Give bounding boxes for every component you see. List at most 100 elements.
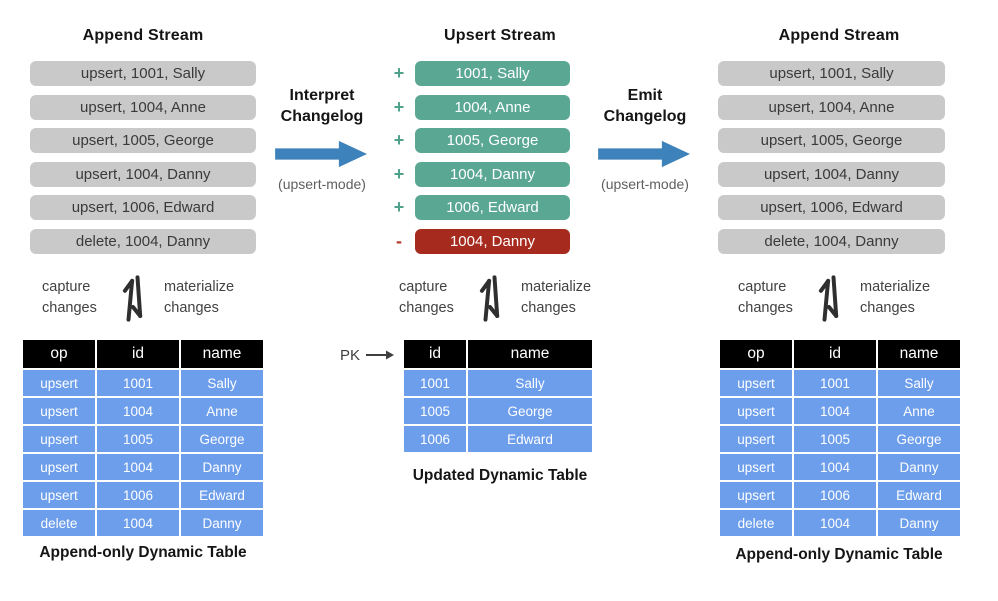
table-cell: 1004 (794, 398, 876, 424)
stream-record: 1004, Danny (415, 161, 570, 187)
capture-materialize-row: capture changes materialize changes (23, 268, 263, 328)
table-cell: upsert (23, 482, 95, 508)
table-cell: 1006 (97, 482, 179, 508)
flow-mode-label: (upsert-mode) (601, 175, 689, 192)
table-header-cell: op (23, 340, 95, 368)
stream-record: upsert, 1006, Edward (30, 195, 256, 220)
table-caption: Append-only Dynamic Table (735, 546, 943, 563)
interpret-changelog-arrow-group: Interpret Changelog (upsert-mode) (260, 86, 384, 192)
stream-record: upsert, 1005, George (30, 128, 256, 153)
flow-label-line1: Emit (627, 87, 663, 104)
append-only-dynamic-table: op id name upsert 1001 Sally upsert 1004… (720, 340, 960, 536)
table-cell: Edward (878, 482, 960, 508)
table-cell: upsert (23, 370, 95, 396)
updated-dynamic-table: id name 1001 Sally 1005 George 1006 Edwa… (404, 340, 592, 452)
table-cell: upsert (720, 370, 792, 396)
stream-list: upsert, 1001, Sally upsert, 1004, Anne u… (23, 61, 263, 262)
flow-label-line1: Interpret (289, 87, 355, 104)
exchange-arrows-icon (122, 275, 143, 322)
stream-record: upsert, 1001, Sally (30, 61, 256, 86)
table-cell: 1004 (794, 454, 876, 480)
upsert-stream-column: Upsert Stream + 1001, Sally + 1004, Anne… (330, 0, 670, 601)
stream-title: Upsert Stream (444, 27, 556, 44)
append-stream-column-left: Append Stream upsert, 1001, Sally upsert… (23, 0, 263, 601)
stream-record: delete, 1004, Danny (30, 228, 256, 254)
insert-sign: + (393, 197, 405, 217)
table-cell: upsert (23, 426, 95, 452)
capture-changes-label: capture changes (42, 278, 97, 316)
materialize-changes-label: materialize changes (164, 278, 235, 316)
table-cell: 1001 (794, 370, 876, 396)
table-cell: George (181, 426, 263, 452)
materialize-changes-label: materialize changes (860, 278, 931, 316)
table-cell: upsert (720, 454, 792, 480)
table-cell: 1004 (97, 510, 179, 536)
stream-record: upsert, 1004, Anne (718, 94, 945, 120)
table-cell: 1001 (404, 370, 466, 396)
materialize-changes-label: materialize changes (521, 278, 592, 316)
stream-record: 1001, Sally (415, 61, 570, 86)
table-cell: 1004 (97, 398, 179, 424)
stream-title: Append Stream (82, 27, 204, 44)
table-cell: upsert (23, 454, 95, 480)
stream-record: upsert, 1005, George (718, 128, 945, 153)
stream-record: upsert, 1004, Danny (718, 161, 945, 187)
table-header-cell: name (181, 340, 263, 368)
flow-arrow-icon (275, 140, 367, 167)
stream-record: 1006, Edward (415, 195, 570, 220)
table-cell: Edward (468, 426, 592, 452)
table-cell: Sally (878, 370, 960, 396)
table-header-cell: id (404, 340, 466, 368)
stream-list: upsert, 1001, Sally upsert, 1004, Anne u… (718, 61, 960, 262)
insert-sign: + (393, 96, 405, 117)
append-stream-column-right: Append Stream upsert, 1001, Sally upsert… (718, 0, 960, 601)
capture-changes-label: capture changes (399, 278, 454, 316)
exchange-arrows-icon (479, 275, 500, 322)
pk-arrow-icon (366, 350, 395, 360)
stream-record-row: + 1005, George (330, 128, 670, 153)
table-cell: upsert (720, 426, 792, 452)
stream-record-row: + 1001, Sally (330, 61, 670, 86)
table-cell: Anne (181, 398, 263, 424)
stream-record-row: - 1004, Danny (330, 228, 670, 254)
table-cell: George (468, 398, 592, 424)
flow-label-line2: Changelog (280, 107, 364, 125)
table-cell: upsert (720, 482, 792, 508)
table-header-cell: id (97, 340, 179, 368)
table-header-cell: name (878, 340, 960, 368)
insert-sign: + (393, 63, 405, 83)
insert-sign: + (393, 163, 405, 184)
flow-mode-label: (upsert-mode) (278, 175, 366, 192)
stream-record: 1004, Danny (415, 228, 570, 254)
stream-record: 1005, George (415, 128, 570, 153)
stream-record-row: + 1004, Anne (330, 94, 670, 120)
stream-record: upsert, 1004, Danny (30, 161, 256, 187)
table-cell: George (878, 426, 960, 452)
table-cell: Sally (468, 370, 592, 396)
emit-changelog-arrow-group: Emit Changelog (upsert-mode) (583, 86, 707, 192)
table-cell: 1005 (404, 398, 466, 424)
stream-record: upsert, 1001, Sally (718, 61, 945, 86)
table-cell: Danny (181, 454, 263, 480)
table-cell: Danny (878, 510, 960, 536)
stream-list: + 1001, Sally + 1004, Anne + 1005, Georg… (330, 61, 670, 262)
table-cell: delete (720, 510, 792, 536)
capture-materialize-row: capture changes materialize changes (718, 268, 960, 328)
table-cell: 1004 (97, 454, 179, 480)
table-cell: upsert (23, 398, 95, 424)
delete-sign: - (396, 230, 402, 251)
table-caption: Append-only Dynamic Table (39, 544, 247, 561)
primary-key-pointer: PK (340, 346, 395, 364)
capture-changes-label: capture changes (738, 278, 793, 316)
table-cell: Danny (878, 454, 960, 480)
stream-record: delete, 1004, Danny (718, 228, 945, 254)
table-cell: 1004 (794, 510, 876, 536)
table-cell: 1001 (97, 370, 179, 396)
table-cell: Sally (181, 370, 263, 396)
table-header-cell: op (720, 340, 792, 368)
table-header-cell: id (794, 340, 876, 368)
table-caption: Updated Dynamic Table (412, 467, 588, 484)
flow-arrow-icon (598, 140, 690, 167)
stream-record-row: + 1004, Danny (330, 161, 670, 187)
